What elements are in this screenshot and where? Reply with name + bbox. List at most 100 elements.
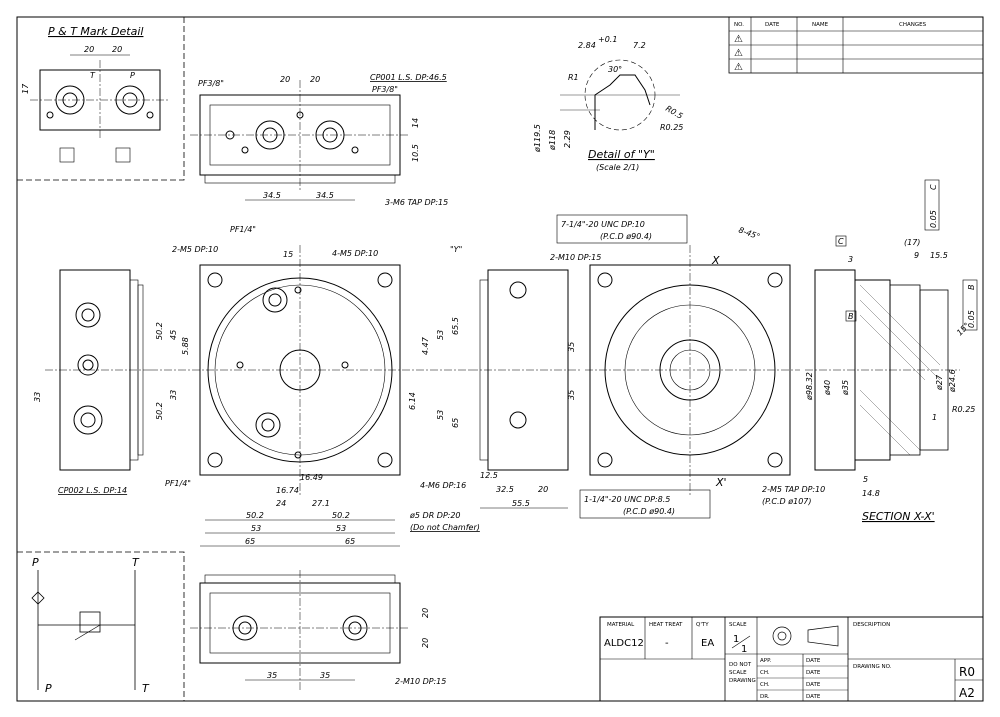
detail-y-dim-119-5: ø119.5 (533, 124, 542, 153)
pt-dim-17: 17 (21, 83, 30, 94)
front-dim-33: 33 (169, 390, 178, 400)
left-view: 33 CP002 L.S. DP:14 (33, 269, 150, 495)
hydraulic-port-t-bottom: T (142, 682, 150, 695)
tb-date-3: DATE (806, 682, 821, 688)
section-dim-17: (17) (904, 238, 920, 247)
front-label-no-chamfer: (Do not Chamfer) (410, 523, 480, 532)
front-dim-53-bottom: 53 (436, 410, 445, 420)
section-datum-c: C (838, 237, 844, 246)
top-dim-20b: 20 (310, 75, 320, 84)
tb-scale-num: 1 (733, 634, 739, 645)
tb-rev: R0 (959, 665, 975, 679)
front-dim-65-right-bottom: 65 (345, 537, 355, 546)
tb-qty-label: Q'TY (696, 622, 709, 628)
front-dim-50-2-bottom: 50.2 (155, 402, 164, 420)
rear-label-pcd-top: (P.C.D ø90.4) (600, 232, 652, 241)
rev-header-no: NO. (734, 22, 744, 28)
front-dim-50-2-top: 50.2 (155, 322, 164, 340)
section-dim-40: ø40 (823, 380, 832, 396)
detail-y-dim-7-2: 7.2 (633, 41, 646, 50)
bottom-dim-20a: 20 (421, 608, 430, 618)
tb-heat-treat-label: HEAT TREAT (649, 622, 683, 628)
pt-mark-t: T (90, 71, 96, 80)
side-dim-35b: 35 (567, 390, 576, 400)
tb-date-4: DATE (806, 694, 821, 700)
detail-y-dim-2-29: 2.29 (563, 130, 572, 148)
front-dim-50-2-right: 50.2 (332, 511, 350, 520)
rev-symbol-2: ⚠ (734, 48, 743, 59)
detail-y-dim-r0-5: R0.5 (664, 104, 684, 121)
front-label-pf14-bottom: PF1/4" (165, 479, 191, 488)
tb-qty-value: EA (701, 638, 714, 649)
rear-dim-8-45: 8-45° (737, 225, 761, 241)
side-label-2m10: 2-M10 DP:15 (550, 253, 601, 262)
tb-date-2: DATE (806, 670, 821, 676)
left-dim-33: 33 (33, 392, 42, 402)
rear-section-x: X (711, 254, 720, 267)
top-dim-34-5b: 34.5 (316, 191, 334, 200)
section-dim-9: 9 (914, 251, 919, 260)
projection-symbol-cone (807, 625, 839, 647)
rear-label-1-unc: 1-1/4"-20 UNC DP:8.5 (584, 495, 670, 504)
section-dim-15-5: 15.5 (930, 251, 948, 260)
section-dim-5: 5 (863, 475, 868, 484)
rear-label-pcd-107: (P.C.D ø107) (762, 497, 812, 506)
pt-mark-detail-view: P & T Mark Detail 20 20 17 T P (17, 17, 185, 181)
top-dim-34-5a: 34.5 (263, 191, 281, 200)
side-dim-32-5: 32.5 (496, 485, 514, 494)
front-dim-65-right: 65 (451, 418, 460, 428)
top-label-m6-tap: 3-M6 TAP DP:15 (385, 198, 448, 207)
rev-header-date: DATE (765, 22, 780, 28)
bottom-dim-35b: 35 (320, 671, 330, 680)
tb-ch-2: CH. (760, 682, 770, 688)
bottom-view: 35 35 20 20 2-M10 DP:15 (190, 570, 446, 690)
section-dim-r0-25: R0.25 (952, 405, 975, 414)
top-label-pf38-right: PF3/8" (372, 85, 398, 94)
front-label-4m5: 4-M5 DP:10 (332, 249, 378, 258)
front-dim-65-left: 65 (245, 537, 255, 546)
bottom-dim-20b: 20 (421, 638, 430, 648)
title-block: MATERIAL ALDC12 HEAT TREAT - Q'TY EA SCA… (599, 616, 984, 702)
front-dim-16-74: 16.74 (276, 486, 299, 495)
front-dim-15: 15 (283, 250, 293, 259)
front-dim-6-14: 6.14 (408, 392, 417, 410)
tb-dr: DR. (760, 694, 770, 700)
section-dim-35: ø35 (841, 380, 850, 396)
pt-dim-20b: 20 (112, 45, 122, 54)
section-dim-24-6: ø24.6 (948, 369, 957, 393)
bottom-label-2m10: 2-M10 DP:15 (395, 677, 446, 686)
front-dim-24: 24 (276, 499, 286, 508)
tb-scale-den: 1 (741, 644, 747, 655)
front-dim-53-top: 53 (436, 330, 445, 340)
section-title: SECTION X-X' (862, 510, 935, 523)
tb-heat-treat-value: - (665, 638, 669, 649)
tb-do-not: DO NOT (729, 662, 752, 668)
front-dim-16-49: 16.49 (300, 473, 323, 482)
front-dim-50-2-left: 50.2 (246, 511, 264, 520)
tb-app: APP. (760, 658, 772, 664)
top-dim-10-5: 10.5 (411, 144, 420, 162)
top-view: PF3/8" CP001 L.S. DP:46.5 PF3/8" 3-M6 TA… (190, 73, 448, 207)
pt-detail-title: P & T Mark Detail (48, 25, 143, 38)
tb-scale-word: SCALE (729, 670, 747, 676)
rear-label-7-unc: 7-1/4"-20 UNC DP:10 (561, 220, 645, 229)
side-dim-35a: 35 (567, 342, 576, 352)
rev-header-changes: CHANGES (899, 22, 927, 28)
hydraulic-schematic: P T P T (17, 551, 185, 701)
hydraulic-port-t-top: T (132, 556, 140, 569)
rev-symbol-3: ⚠ (734, 62, 743, 73)
detail-y-dim-r1: R1 (568, 73, 579, 82)
front-dim-5-88: 5.88 (181, 337, 190, 355)
front-label-4m6: 4-M6 DP:16 (420, 481, 466, 490)
revision-table: NO. DATE NAME CHANGES ⚠ ⚠ ⚠ (728, 16, 984, 74)
detail-y-title: Detail of "Y" (588, 148, 655, 161)
side-view: 2-M10 DP:15 35 35 12.5 32.5 20 55.5 (470, 253, 601, 509)
tb-description-label: DESCRIPTION (853, 622, 890, 628)
rev-header-name: NAME (812, 22, 829, 28)
front-label-pf14-top: PF1/4" (230, 225, 256, 234)
side-dim-12-5: 12.5 (480, 471, 498, 480)
section-dim-14-8: 14.8 (862, 489, 880, 498)
front-dim-65-5: 65.5 (451, 317, 460, 335)
section-dim-3: 3 (848, 255, 853, 264)
front-label-y-callout: "Y" (450, 245, 462, 254)
